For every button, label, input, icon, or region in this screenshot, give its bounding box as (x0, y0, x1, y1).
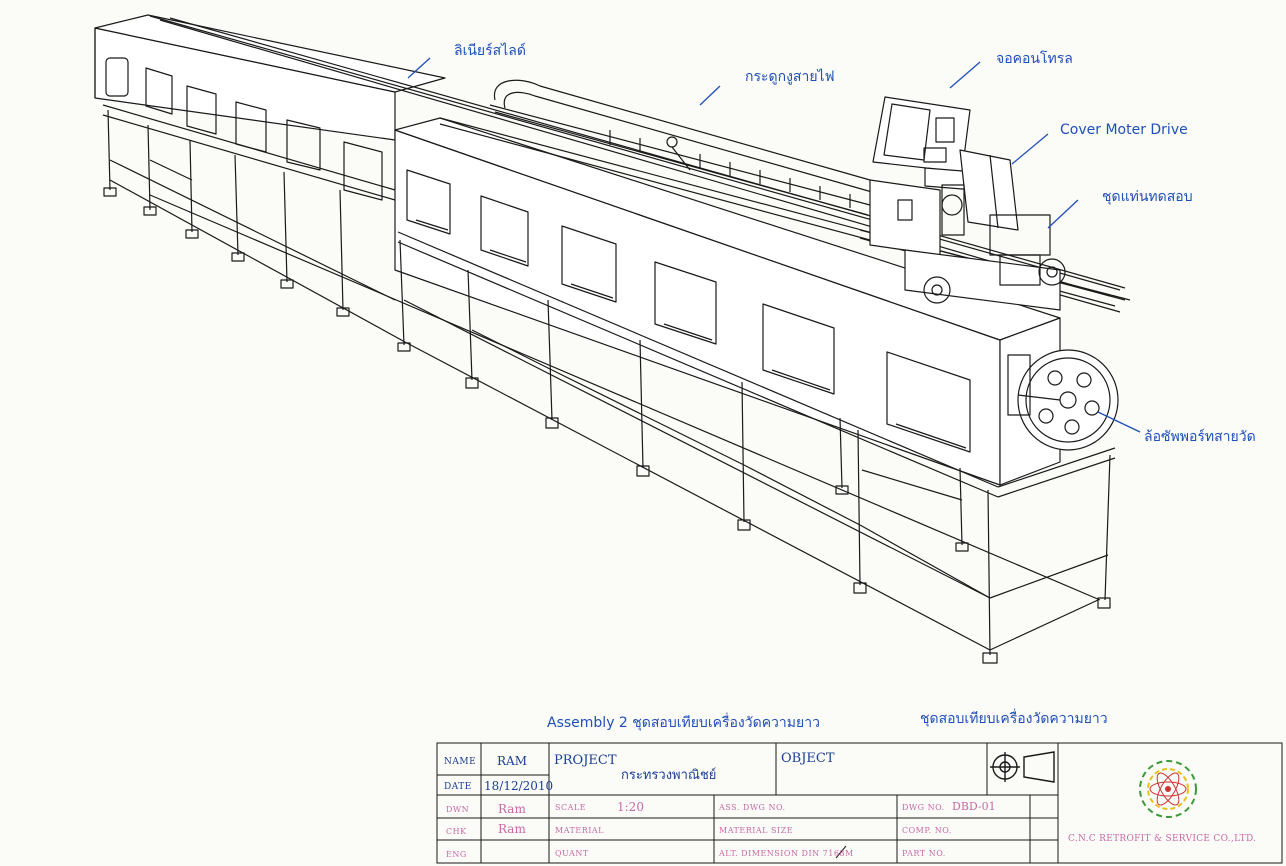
tb-alt-dimension-key: ALT. DIMENSION DIN 7168M (719, 849, 854, 858)
cover-motor-drive (959, 149, 1019, 231)
label-cable-chain: กระดูกงูสายไฟ (745, 69, 835, 85)
control-display (872, 96, 976, 191)
tb-quant-key: QUANT (555, 849, 589, 858)
tb-comp-no-key: COMP. NO. (902, 826, 952, 835)
cable-chain (489, 79, 873, 216)
tb-material-size-key: MATERIAL SIZE (719, 826, 794, 835)
tb-date-value: 18/12/2010 (484, 779, 554, 793)
tb-part-no-key: PART NO. (902, 849, 946, 858)
tb-project-key: PROJECT (554, 753, 617, 768)
tb-dwg-no-key: DWG NO. (902, 803, 945, 812)
company-name: C.N.C RETROFIT & SERVICE CO.,LTD. (1068, 834, 1257, 844)
right-body-section (394, 117, 1061, 486)
label-control-display: จอคอนโทรล (996, 51, 1073, 67)
tb-scale-key: SCALE (555, 803, 587, 812)
object-caption: ชุดสอบเทียบเครื่องวัดความยาว (920, 711, 1108, 727)
tb-name-key: NAME (444, 757, 477, 767)
left-body-section (94, 14, 1126, 297)
tb-dwn-key: DWN (446, 805, 470, 814)
tb-dwg-no-value: DBD-01 (952, 800, 996, 813)
tb-dwn-value: Ram (498, 802, 526, 816)
tb-scale-value: 1:20 (617, 800, 644, 814)
label-cover-motor-drive: Cover Moter Drive (1060, 122, 1188, 138)
support-frame (102, 104, 1116, 664)
assembly-caption: Assembly 2 ชุดสอบเทียบเครื่องวัดความยาว (547, 715, 820, 731)
test-stand-carriage (869, 179, 1066, 311)
label-test-stand: ชุดแท่นทดสอบ (1102, 189, 1193, 205)
tb-object-key: OBJECT (781, 751, 835, 766)
label-linear-slide: ลิเนียร์สไลด์ (454, 43, 526, 59)
tb-project-value: กระทรวงพาณิชย์ (621, 768, 717, 783)
tb-date-key: DATE (444, 782, 472, 792)
label-arrow-icon (407, 57, 1141, 433)
tb-material-key: MATERIAL (555, 826, 604, 835)
tb-chk-value: Ram (498, 822, 526, 836)
label-support-wheel: ล้อซัพพอร์ทสายวัด (1144, 429, 1256, 445)
tb-ass-dwg-key: ASS. DWG NO. (719, 803, 786, 812)
support-wheel (1007, 349, 1119, 451)
tb-chk-key: CHK (446, 827, 467, 836)
tb-eng-key: ENG (446, 850, 467, 859)
tb-name-value: RAM (497, 754, 527, 768)
